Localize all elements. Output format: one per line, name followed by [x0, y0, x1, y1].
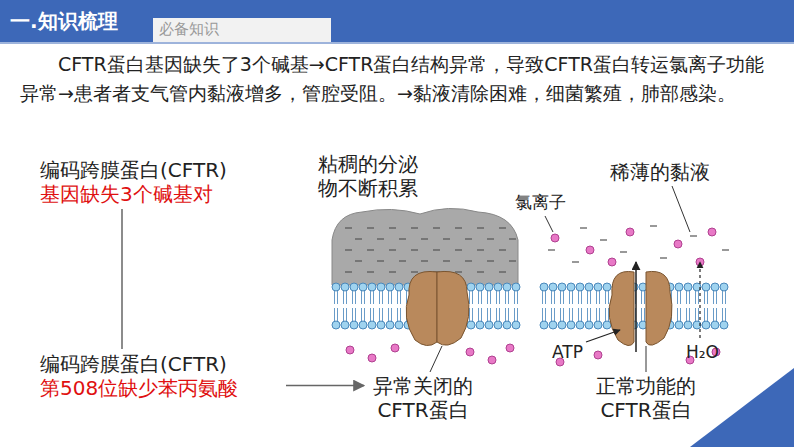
label-wrap: 正常功能的 CFTR蛋白 [586, 374, 706, 422]
mucus-texture [345, 228, 516, 272]
corner-triangle [690, 368, 794, 447]
label-wrap: CFTR蛋白基因缺失了3个碱基→CFTR蛋白结构异常，导致CFTR蛋白转运氯离子… [20, 50, 780, 107]
label: 稀薄的黏液 [610, 160, 730, 184]
leader-line [545, 216, 553, 232]
leader-line [672, 186, 690, 232]
header-rule [0, 43, 794, 44]
label: 正常功能的 CFTR蛋白 [586, 374, 706, 422]
node-text: 基因缺失3个碱基对 [40, 182, 260, 206]
chloride-ions [346, 228, 720, 366]
label: 粘稠的分泌物不断积累 [318, 152, 428, 200]
label-wrap: 稀薄的黏液 [610, 160, 730, 184]
label: 氯离子 [515, 192, 595, 212]
connector [286, 385, 364, 387]
node-text: 第508位缺少苯丙氨酸 [40, 376, 280, 400]
label-wrap: 粘稠的分泌物不断积累 [318, 152, 428, 200]
water-arrow [699, 262, 700, 338]
label: ATP [552, 342, 592, 362]
node-text: 编码跨膜蛋白(CFTR) [40, 158, 260, 182]
node-text: 异常关闭的 CFTR蛋白 [368, 374, 478, 422]
ion-arrow [635, 262, 637, 352]
tag-box: 必备知识 [153, 18, 331, 42]
label: H₂O [686, 342, 736, 362]
header-bar [0, 0, 794, 42]
connector [121, 209, 123, 349]
text-node: 编码跨膜蛋白(CFTR)基因缺失3个碱基对 [40, 158, 260, 206]
leader-line [646, 346, 647, 372]
thin-mucus [548, 226, 729, 262]
atp-arrow [586, 330, 620, 342]
title: 一.知识梳理 [10, 8, 118, 35]
text-node: 异常关闭的 CFTR蛋白 [368, 374, 478, 422]
node-text: 必备知识 [159, 20, 325, 38]
label-wrap: H₂O [686, 342, 736, 362]
label: CFTR蛋白基因缺失了3个碱基→CFTR蛋白结构异常，导致CFTR蛋白转运氯离子… [20, 50, 780, 107]
open-cftr [609, 271, 672, 345]
title-wrap: 一.知识梳理 [10, 8, 118, 35]
closed-cftr [406, 271, 469, 345]
node-text: 编码跨膜蛋白(CFTR) [40, 352, 280, 376]
text-node: 编码跨膜蛋白(CFTR)第508位缺少苯丙氨酸 [40, 352, 280, 400]
label-wrap: ATP [552, 342, 592, 362]
label-wrap: 氯离子 [515, 192, 595, 212]
leader-line [430, 346, 442, 372]
